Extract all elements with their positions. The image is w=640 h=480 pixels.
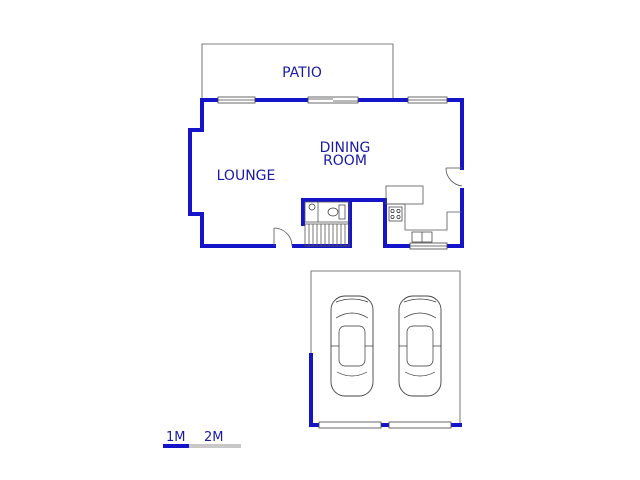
scale-label-2m: 2M bbox=[204, 430, 224, 445]
south-window bbox=[409, 242, 448, 250]
north-windows bbox=[217, 96, 448, 104]
garage bbox=[309, 270, 462, 429]
car-left bbox=[330, 295, 374, 397]
scale-bar: 1M 2M bbox=[163, 430, 241, 448]
staircase bbox=[304, 223, 350, 247]
patio-area bbox=[201, 43, 394, 100]
guest-toilet bbox=[304, 201, 350, 223]
car-right bbox=[398, 295, 442, 397]
patio-label: PATIO bbox=[282, 65, 322, 81]
dining-room-label-line1: DINING bbox=[320, 140, 371, 156]
lounge-label: LOUNGE bbox=[217, 168, 276, 184]
dining-room-label-line2: ROOM bbox=[323, 153, 367, 169]
side-door-swing bbox=[445, 167, 463, 187]
kitchen-counters bbox=[385, 185, 462, 243]
front-door-swing bbox=[273, 227, 293, 247]
scale-label-1m: 1M bbox=[166, 430, 186, 445]
